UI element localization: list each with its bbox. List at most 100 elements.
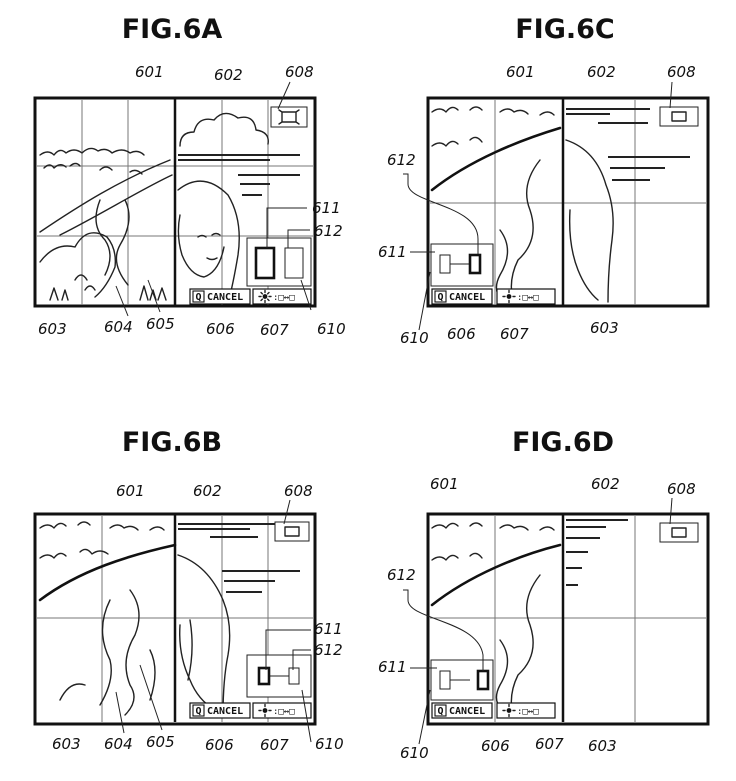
ref-606: 606 (206, 320, 235, 338)
switch-right-frame[interactable] (468, 253, 482, 275)
ref-604: 604 (104, 735, 133, 753)
switch-right-frame[interactable] (476, 669, 490, 691)
position-switch[interactable] (430, 659, 494, 701)
swap-label: :□↔□ (517, 293, 539, 303)
switch-right-frame[interactable] (288, 667, 300, 685)
zoom-frame-icon[interactable] (274, 521, 310, 542)
ref-610: 610 (315, 735, 344, 753)
position-switch[interactable] (430, 243, 494, 287)
ref-612: 612 (387, 566, 416, 584)
fig-6b-title: FIG.6B (122, 427, 222, 458)
sun-icon (502, 703, 516, 718)
swap-button[interactable]: :□↔□ (252, 288, 312, 305)
cancel-button[interactable]: Q CANCEL (431, 702, 493, 719)
switch-right-frame[interactable] (284, 247, 304, 279)
cancel-label: CANCEL (449, 292, 485, 303)
ref-605: 605 (146, 315, 175, 333)
switch-left-frame[interactable] (439, 670, 451, 690)
ref-607: 607 (260, 736, 289, 754)
position-switch[interactable] (246, 654, 312, 698)
fig-6c: FIG.6C 601 602 608 (378, 14, 710, 347)
swap-label: :□↔□ (273, 707, 295, 717)
zoom-frame-icon[interactable] (270, 106, 308, 128)
ref-608: 608 (284, 482, 313, 500)
ref-611: 611 (378, 658, 407, 676)
ref-610: 610 (400, 329, 429, 347)
ref-612: 612 (314, 641, 343, 659)
ref-603: 603 (588, 737, 617, 755)
ref-607: 607 (535, 735, 564, 753)
left-image-landscape (39, 147, 173, 301)
screen-frame (33, 512, 317, 726)
screen-frame (426, 96, 710, 308)
ref-602: 602 (587, 63, 616, 81)
ref-611: 611 (378, 243, 407, 261)
ref-605: 605 (146, 733, 175, 751)
display-screen: Q CANCEL :□↔□ (33, 96, 317, 308)
cancel-button[interactable]: Q CANCEL (431, 288, 493, 305)
swap-label: :□↔□ (517, 707, 539, 717)
cancel-key: Q (437, 706, 443, 717)
swap-button[interactable]: :□↔□ (496, 702, 556, 719)
zoom-frame-icon[interactable] (659, 522, 699, 543)
ref-606: 606 (481, 737, 510, 755)
display-screen: Q CANCEL :□↔□ (426, 96, 710, 308)
right-image-text (566, 519, 628, 586)
cancel-label: CANCEL (207, 706, 243, 717)
sun-icon (258, 703, 272, 718)
ref-606: 606 (205, 736, 234, 754)
ref-603: 603 (38, 320, 67, 338)
cancel-button[interactable]: Q CANCEL (189, 702, 251, 719)
switch-left-frame[interactable] (257, 666, 271, 686)
switch-left-frame[interactable] (439, 254, 451, 274)
left-image-landscape (430, 522, 562, 716)
ref-606: 606 (447, 325, 476, 343)
ref-607: 607 (260, 321, 289, 339)
ref-602: 602 (193, 482, 222, 500)
display-screen: Q CANCEL :□↔□ (33, 512, 317, 726)
ref-601: 601 (430, 475, 459, 493)
zoom-frame-icon[interactable] (659, 106, 699, 127)
position-switch-panel (430, 243, 494, 287)
ref-601: 601 (116, 482, 145, 500)
fig-6b: FIG.6B 601 602 608 (33, 427, 344, 754)
right-image-portrait (177, 112, 300, 304)
ref-602: 602 (591, 475, 620, 493)
screen-frame (426, 512, 710, 726)
sun-icon (258, 289, 272, 304)
ref-608: 608 (667, 63, 696, 81)
cancel-label: CANCEL (449, 706, 485, 717)
fig-6a-title: FIG.6A (122, 14, 223, 45)
ref-610: 610 (317, 320, 346, 338)
display-screen: Q CANCEL :□↔□ (426, 512, 710, 726)
ref-603: 603 (590, 319, 619, 337)
ref-603: 603 (52, 735, 81, 753)
swap-button[interactable]: :□↔□ (496, 288, 556, 305)
ref-601: 601 (135, 63, 164, 81)
switch-left-frame[interactable] (254, 246, 276, 280)
cancel-key: Q (437, 292, 443, 303)
swap-button[interactable]: :□↔□ (252, 702, 312, 719)
cancel-button[interactable]: Q CANCEL (189, 288, 251, 305)
ref-607: 607 (500, 325, 529, 343)
screen-frame (33, 96, 317, 308)
left-image-landscape (38, 521, 177, 716)
ref-612: 612 (314, 222, 343, 240)
fig-6c-title: FIG.6C (515, 14, 615, 45)
ref-608: 608 (667, 480, 696, 498)
ref-601: 601 (506, 63, 535, 81)
cancel-label: CANCEL (207, 292, 243, 303)
ref-612: 612 (387, 151, 416, 169)
fig-6d: FIG.6D 601 602 608 (378, 427, 710, 762)
ref-611: 611 (312, 199, 341, 217)
fig-6d-title: FIG.6D (512, 427, 614, 458)
position-switch[interactable] (246, 237, 312, 287)
fig-6a: FIG.6A 601 602 608 (33, 14, 346, 339)
ref-604: 604 (104, 318, 133, 336)
right-image-portrait (565, 108, 690, 303)
cancel-key: Q (195, 706, 201, 717)
ref-602: 602 (214, 66, 243, 84)
ref-608: 608 (285, 63, 314, 81)
ref-611: 611 (314, 620, 343, 638)
